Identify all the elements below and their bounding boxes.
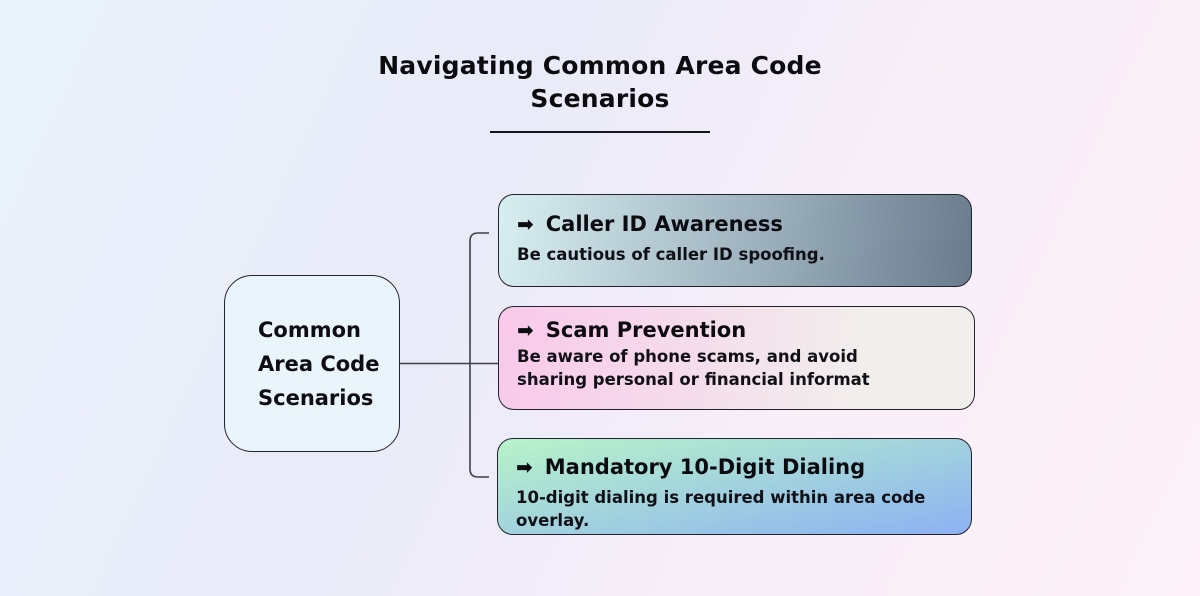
branch-title: Mandatory 10-Digit Dialing (544, 455, 866, 479)
branch-description: Be cautious of caller ID spoofing. (517, 245, 825, 264)
branch-title-row: ➡ Mandatory 10-Digit Dialing (516, 455, 953, 479)
branch-card-caller-id-awareness: ➡ Caller ID Awareness Be cautious of cal… (498, 194, 972, 287)
title-underline (490, 131, 710, 133)
root-node: Common Area Code Scenarios (224, 275, 400, 452)
branch-title-row: ➡ Caller ID Awareness (517, 212, 953, 236)
branch-card-mandatory-10-digit-dialing: ➡ Mandatory 10-Digit Dialing 10-digit di… (497, 438, 972, 535)
connector-branch-rail (469, 232, 489, 478)
page-title: Navigating Common Area Code Scenarios (378, 51, 822, 113)
branch-description: Be aware of phone scams, and avoid shari… (517, 347, 870, 389)
branch-card-scam-prevention: ➡ Scam Prevention Be aware of phone scam… (498, 306, 975, 410)
branch-title: Scam Prevention (545, 318, 747, 342)
branch-title-row: ➡ Scam Prevention (517, 318, 956, 342)
arrow-icon: ➡ (517, 212, 534, 236)
branch-description: 10-digit dialing is required within area… (516, 488, 926, 530)
arrow-icon: ➡ (517, 318, 534, 342)
branch-title: Caller ID Awareness (545, 212, 783, 236)
arrow-icon: ➡ (516, 455, 533, 479)
root-node-label: Common Area Code Scenarios (258, 317, 380, 410)
